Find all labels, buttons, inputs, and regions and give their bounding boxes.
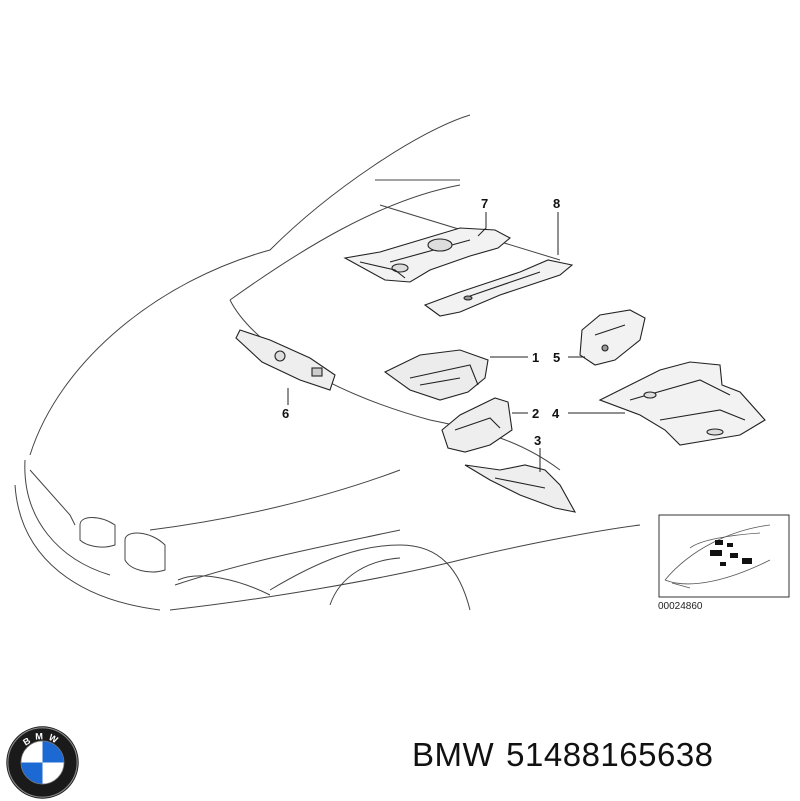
part-3 bbox=[464, 464, 577, 513]
callout-8: 8 bbox=[553, 196, 560, 211]
leader-lines bbox=[287, 212, 625, 472]
part-4 bbox=[598, 361, 766, 446]
inset-reference-number: 00024860 bbox=[658, 601, 703, 612]
callout-2: 2 bbox=[532, 406, 539, 421]
brand-name: BMW bbox=[412, 736, 495, 773]
part-number: 51488165638 bbox=[506, 736, 714, 773]
callout-5: 5 bbox=[553, 350, 560, 365]
callout-6: 6 bbox=[282, 406, 289, 421]
callout-4: 4 bbox=[552, 406, 560, 421]
bmw-logo: BMW bbox=[6, 726, 79, 799]
callout-7: 7 bbox=[481, 196, 488, 211]
part-2 bbox=[441, 397, 513, 453]
callout-1: 1 bbox=[532, 350, 539, 365]
part-7 bbox=[343, 227, 511, 283]
callout-3: 3 bbox=[534, 433, 541, 448]
car-outline bbox=[14, 114, 641, 611]
part-5 bbox=[579, 309, 646, 366]
part-8 bbox=[423, 259, 574, 317]
part-6 bbox=[235, 329, 336, 391]
inset-thumbnail: 00024860 bbox=[658, 514, 790, 612]
footer-caption: BMW 51488165638 bbox=[412, 736, 714, 774]
part-1 bbox=[383, 349, 489, 401]
